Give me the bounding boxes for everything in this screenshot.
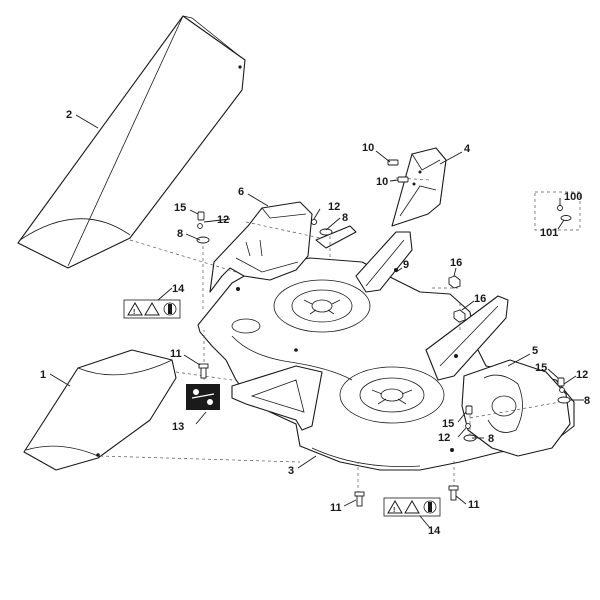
callout-16-top: 16 [450, 257, 462, 269]
callout-8-center: 8 [342, 212, 348, 224]
callout-4: 4 [464, 143, 471, 155]
callout-3: 3 [288, 465, 294, 477]
deflector-bracket [391, 147, 447, 227]
callout-6: 6 [238, 186, 244, 198]
callout-10-top: 10 [362, 142, 374, 154]
side-plate [461, 359, 571, 457]
callout-12-lower: 12 [438, 432, 450, 444]
callout-14-top: 14 [172, 283, 185, 295]
callout-12-left: 12 [217, 214, 229, 226]
callout-8-lower: 8 [488, 433, 494, 445]
leader-lines [49, 114, 584, 529]
callout-14-bottom: 14 [428, 525, 441, 537]
callout-12-right: 12 [576, 369, 588, 381]
callout-10-bottom: 10 [376, 176, 388, 188]
callout-15-lower: 15 [442, 418, 454, 430]
callout-8-left: 8 [177, 228, 183, 240]
warning-label-bottom: ! [383, 497, 441, 517]
callout-13: 13 [172, 421, 184, 433]
callout-11-bottom-right: 11 [468, 499, 480, 511]
svg-text:!: ! [133, 309, 135, 316]
callout-8-right: 8 [584, 395, 590, 407]
hardware [196, 159, 572, 507]
belt-routing-decal [186, 384, 220, 410]
callout-101: 101 [540, 227, 558, 239]
lift-bracket [315, 225, 413, 293]
warning-label-top: ! [123, 299, 181, 319]
discharge-chute-long [17, 15, 246, 269]
callout-12-center: 12 [328, 201, 340, 213]
callout-15-right: 15 [535, 362, 547, 374]
callout-11-left: 11 [170, 348, 182, 360]
belt-cover [209, 201, 313, 293]
callout-labels: 1 2 3 4 5 6 8 8 8 8 9 10 10 11 11 11 12 … [40, 109, 590, 537]
callout-16-bottom: 16 [474, 293, 486, 305]
callout-100: 100 [564, 191, 582, 203]
side-arm [425, 295, 509, 381]
callout-2: 2 [66, 109, 72, 121]
callout-1: 1 [40, 369, 46, 381]
discharge-chute-short [23, 349, 177, 471]
callout-9: 9 [403, 259, 409, 271]
callout-5: 5 [532, 345, 538, 357]
callout-11-bottom-center: 11 [330, 502, 342, 514]
callout-15-left: 15 [174, 202, 186, 214]
svg-text:!: ! [393, 507, 395, 514]
